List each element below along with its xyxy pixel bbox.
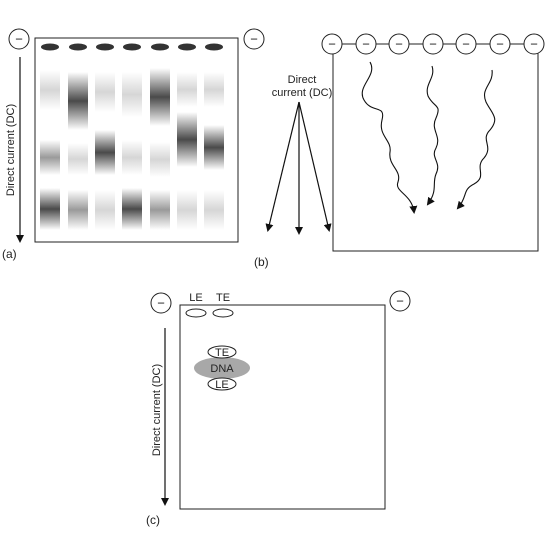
panel-c: − − LE TE Direct current (DC) TE DNA LE … — [146, 290, 411, 527]
panel-c-electrode-left — [150, 292, 172, 314]
panel-a-electrode-left — [8, 28, 30, 50]
panel-a-band — [150, 142, 170, 177]
panel-b-electrode — [489, 33, 511, 55]
panel-a-band — [40, 70, 60, 110]
panel-a-band — [177, 112, 197, 167]
panel-a-band — [150, 190, 170, 230]
panel-c-le-band — [207, 377, 237, 391]
panel-b-electrode-sign: − — [362, 37, 370, 52]
panel-a-well — [151, 43, 169, 51]
panel-b-wavy-path — [456, 69, 496, 210]
panel-b-electrode — [321, 33, 343, 55]
panel-b-electrode-sign: − — [462, 37, 470, 52]
panel-b-electrodes: − − − − − − − — [321, 33, 545, 55]
panel-a-well — [123, 43, 141, 51]
panel-a-band — [122, 72, 142, 117]
panel-a-electrode-left-sign: − — [15, 32, 23, 47]
panel-b-label: (b) — [254, 255, 269, 269]
panel-b-electrode — [455, 33, 477, 55]
panel-a-band — [95, 130, 115, 175]
panel-a-wells — [41, 43, 223, 51]
panel-b-electrode-sign: − — [395, 37, 403, 52]
panel-a-band — [150, 68, 170, 126]
panel-b-electrode-sign: − — [530, 37, 538, 52]
panel-a-band — [177, 190, 197, 230]
panel-a-band — [95, 190, 115, 230]
panel-c-dc-label: Direct current (DC) — [151, 364, 163, 456]
panel-c-te-band-label: TE — [215, 347, 229, 359]
panel-b-dc-label-line1: Direct — [288, 74, 317, 86]
panel-a-band — [204, 190, 224, 230]
panel-a-label: (a) — [2, 247, 17, 261]
panel-b-electrode — [388, 33, 410, 55]
panel-a-well — [96, 43, 114, 51]
panel-c-well-te — [212, 308, 234, 318]
panel-a-well — [178, 43, 196, 51]
panel-c-gel — [179, 304, 386, 510]
panel-a-well — [41, 43, 59, 51]
panel-a-band — [177, 72, 197, 107]
panel-a-band — [40, 188, 60, 230]
panel-a-band — [122, 188, 142, 230]
panel-a-band — [68, 143, 88, 175]
panel-a-electrode-right-sign: − — [250, 32, 258, 47]
panel-a-bands — [40, 68, 224, 230]
panel-b-migration-paths — [361, 61, 496, 214]
panel-a-band — [68, 72, 88, 130]
panel-b-wavy-path — [426, 65, 439, 206]
panel-a-band — [204, 125, 224, 170]
panel-a-band — [95, 72, 115, 112]
panel-c-le-band-label: LE — [215, 379, 228, 391]
panel-a-well — [205, 43, 223, 51]
panel-b: − − − − − − − Direct current (DC) (b) — [254, 33, 545, 269]
panel-c-te-band — [207, 345, 237, 359]
panel-c-dna-band-label: DNA — [210, 363, 234, 375]
panel-b-electrode — [422, 33, 444, 55]
panel-a-band — [40, 140, 60, 175]
panel-c-electrode-right-sign: − — [396, 294, 404, 309]
panel-c-well-le — [185, 308, 207, 318]
panel-b-dc-label-line2: current (DC) — [272, 87, 333, 99]
panel-b-dc-arrow — [265, 101, 300, 232]
panel-c-label: (c) — [146, 513, 160, 527]
panel-a-electrode-right — [243, 28, 265, 50]
panel-a-band — [122, 140, 142, 175]
panel-a-dc-label: Direct current (DC) — [5, 104, 17, 196]
panel-c-electrode-left-sign: − — [157, 296, 165, 311]
panel-b-electrode-sign: − — [496, 37, 504, 52]
panel-b-dc-arrows — [265, 101, 332, 235]
panel-c-electrode-right — [389, 290, 411, 312]
panel-b-electrode-sign: − — [328, 37, 336, 52]
panel-b-electrode — [523, 33, 545, 55]
panel-b-electrode — [355, 33, 377, 55]
panel-a-gel — [34, 37, 239, 243]
panel-a: − − Direct current (DC) — [2, 28, 265, 261]
panel-c-dna-band — [194, 357, 250, 379]
panel-a-band — [68, 190, 88, 230]
panel-b-dc-arrow — [298, 101, 332, 232]
panel-a-band — [204, 72, 224, 107]
panel-b-wavy-path — [361, 61, 418, 214]
panel-b-electrode-sign: − — [429, 37, 437, 52]
panel-a-well — [69, 43, 87, 51]
panel-c-well-te-label: TE — [216, 292, 230, 304]
panel-b-gel — [332, 43, 539, 252]
panel-c-well-le-label: LE — [189, 292, 202, 304]
